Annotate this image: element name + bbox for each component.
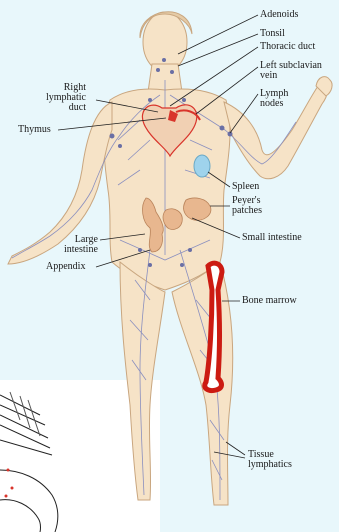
label-spleen: Spleen [232,182,259,192]
ear-dot [7,469,10,472]
label-peyers-patches: Peyer's patches [232,196,262,216]
label-adenoids: Adenoids [260,10,298,20]
spleen-organ [194,155,210,177]
label-appendix: Appendix [46,262,85,272]
label-left-subclavian-vein: Left subclavian vein [260,61,322,81]
ear-dot [5,495,8,498]
label-lymph-nodes: Lymph nodes [260,89,288,109]
ear-dot [11,487,14,490]
label-large-intestine: Large intestine [64,235,98,255]
label-tissue-lymphatics: Tissue lymphatics [248,450,292,470]
label-small-intestine: Small intestine [242,233,302,243]
label-thoracic-duct: Thoracic duct [260,42,315,52]
label-thymus: Thymus [18,125,51,135]
label-bone-marrow: Bone marrow [242,296,297,306]
label-tonsil: Tonsil [260,29,285,39]
label-right-lymphatic-duct: Right lymphatic duct [46,83,86,113]
